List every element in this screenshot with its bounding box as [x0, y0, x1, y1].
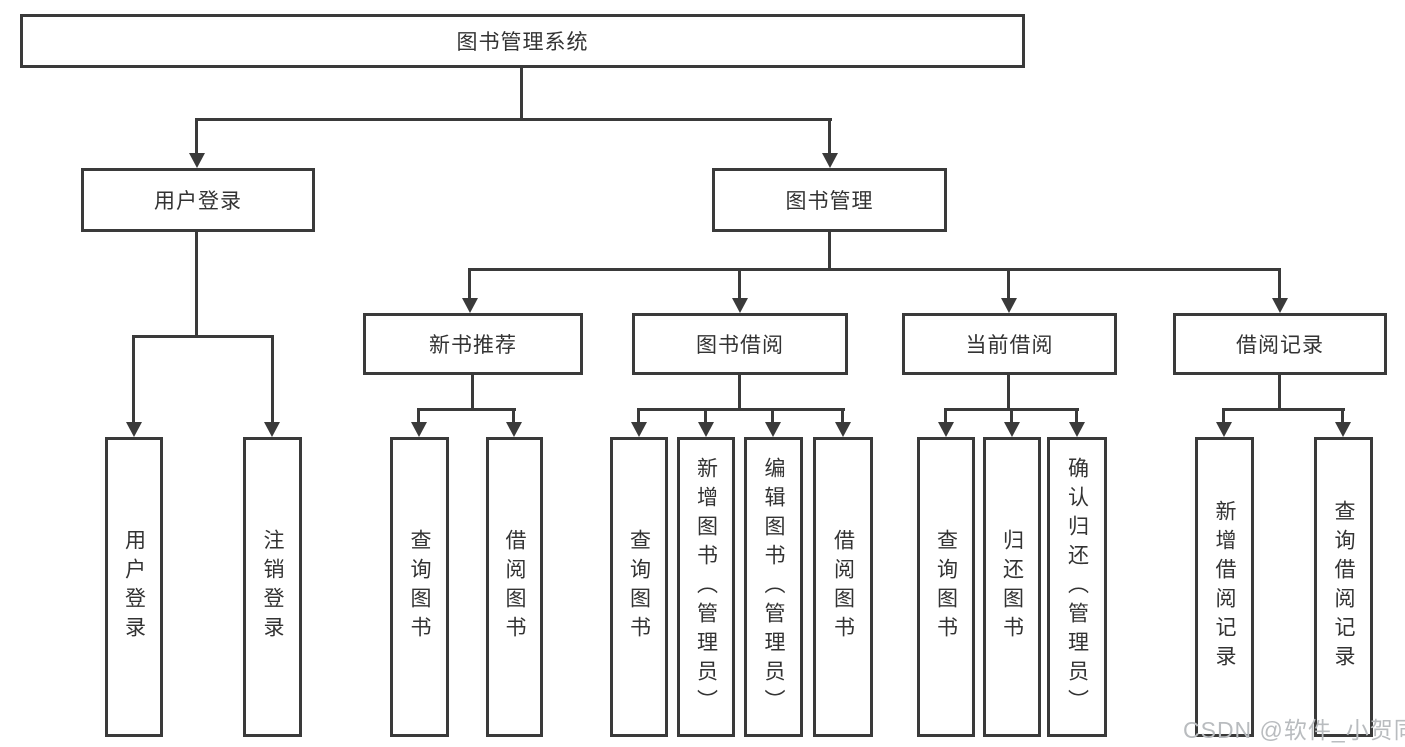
- arrowhead-icon: [264, 422, 280, 437]
- connector-line: [704, 408, 707, 422]
- node-book-borrow-label: 图书借阅: [696, 334, 784, 357]
- node-book-borrow: 图书借阅: [632, 313, 848, 375]
- node-book-management-label: 图书管理: [785, 190, 874, 213]
- leaf-user-login: 用户登录: [105, 437, 163, 737]
- node-user-login: 用户登录: [81, 168, 315, 232]
- connector-line: [637, 408, 640, 422]
- leaf-add-borrow-record: 新增借阅记录: [1195, 437, 1254, 737]
- connector-line: [1222, 408, 1345, 411]
- node-new-book-recommend-label: 新书推荐: [429, 334, 517, 357]
- node-book-management: 图书管理: [712, 168, 947, 232]
- leaf-query-borrow-record: 查询借阅记录: [1314, 437, 1373, 737]
- arrowhead-icon: [822, 153, 838, 168]
- leaf-query-books-2-label: 查询图书: [627, 529, 651, 645]
- connector-line: [841, 408, 844, 422]
- connector-line: [132, 335, 274, 338]
- node-current-borrow: 当前借阅: [902, 313, 1117, 375]
- connector-line: [738, 268, 741, 298]
- arrowhead-icon: [1272, 298, 1288, 313]
- leaf-borrow-books-1: 借阅图书: [486, 437, 543, 737]
- leaf-edit-books-admin-label: 编辑图书（管理员）: [762, 456, 785, 718]
- arrowhead-icon: [1216, 422, 1232, 437]
- connector-line: [1222, 408, 1225, 422]
- connector-line: [828, 232, 831, 268]
- connector-line: [520, 66, 523, 118]
- arrowhead-icon: [1069, 422, 1085, 437]
- leaf-confirm-return-admin: 确认归还（管理员）: [1047, 437, 1107, 737]
- leaf-confirm-return-admin-label: 确认归还（管理员）: [1065, 456, 1089, 718]
- node-user-login-label: 用户登录: [154, 190, 242, 213]
- connector-line: [195, 232, 198, 335]
- node-root-label: 图书管理系统: [456, 31, 589, 54]
- leaf-add-books-admin-label: 新增图书（管理员）: [694, 456, 718, 718]
- leaf-borrow-books-1-label: 借阅图书: [503, 529, 526, 645]
- connector-line: [271, 335, 274, 422]
- leaf-add-borrow-record-label: 新增借阅记录: [1213, 500, 1236, 674]
- arrowhead-icon: [938, 422, 954, 437]
- leaf-query-borrow-record-label: 查询借阅记录: [1332, 500, 1355, 674]
- arrowhead-icon: [462, 298, 478, 313]
- connector-line: [1075, 408, 1078, 422]
- connector-line: [1007, 375, 1010, 408]
- connector-line: [1278, 375, 1281, 408]
- connector-line: [417, 408, 516, 411]
- csdn-watermark: CSDN @软件_小贺同学: [1183, 717, 1405, 743]
- arrowhead-icon: [411, 422, 427, 437]
- connector-line: [132, 335, 135, 422]
- arrowhead-icon: [732, 298, 748, 313]
- node-root: 图书管理系统: [20, 14, 1025, 68]
- connector-line: [512, 408, 515, 422]
- leaf-query-books-1-label: 查询图书: [408, 529, 431, 645]
- node-current-borrow-label: 当前借阅: [965, 334, 1054, 357]
- connector-line: [468, 268, 1281, 271]
- arrowhead-icon: [189, 153, 205, 168]
- arrowhead-icon: [1335, 422, 1351, 437]
- connector-line: [944, 408, 947, 422]
- node-borrow-records: 借阅记录: [1173, 313, 1387, 375]
- arrowhead-icon: [506, 422, 522, 437]
- leaf-query-books-3-label: 查询图书: [934, 529, 958, 645]
- leaf-edit-books-admin: 编辑图书（管理员）: [744, 437, 803, 737]
- connector-line: [828, 118, 831, 153]
- node-borrow-records-label: 借阅记录: [1236, 334, 1324, 357]
- leaf-return-books: 归还图书: [983, 437, 1041, 737]
- leaf-query-books-2: 查询图书: [610, 437, 668, 737]
- arrowhead-icon: [1004, 422, 1020, 437]
- leaf-borrow-books-2: 借阅图书: [813, 437, 873, 737]
- connector-line: [1007, 268, 1010, 298]
- connector-line: [1341, 408, 1344, 422]
- connector-line: [195, 118, 198, 153]
- leaf-logout: 注销登录: [243, 437, 302, 737]
- arrowhead-icon: [631, 422, 647, 437]
- connector-line: [1010, 408, 1013, 422]
- connector-line: [637, 408, 845, 411]
- arrowhead-icon: [126, 422, 142, 437]
- connector-line: [471, 375, 474, 408]
- node-new-book-recommend: 新书推荐: [363, 313, 583, 375]
- leaf-add-books-admin: 新增图书（管理员）: [677, 437, 735, 737]
- arrowhead-icon: [765, 422, 781, 437]
- arrowhead-icon: [698, 422, 714, 437]
- connector-line: [468, 268, 471, 298]
- connector-line: [738, 375, 741, 408]
- leaf-query-books-3: 查询图书: [917, 437, 975, 737]
- leaf-return-books-label: 归还图书: [1000, 529, 1024, 645]
- leaf-query-books-1: 查询图书: [390, 437, 449, 737]
- connector-line: [195, 118, 832, 121]
- arrowhead-icon: [1001, 298, 1017, 313]
- connector-line: [771, 408, 774, 422]
- connector-line: [1278, 268, 1281, 298]
- arrowhead-icon: [835, 422, 851, 437]
- leaf-user-login-label: 用户登录: [122, 529, 146, 645]
- connector-line: [417, 408, 420, 422]
- leaf-borrow-books-2-label: 借阅图书: [831, 529, 855, 645]
- leaf-logout-label: 注销登录: [261, 529, 284, 645]
